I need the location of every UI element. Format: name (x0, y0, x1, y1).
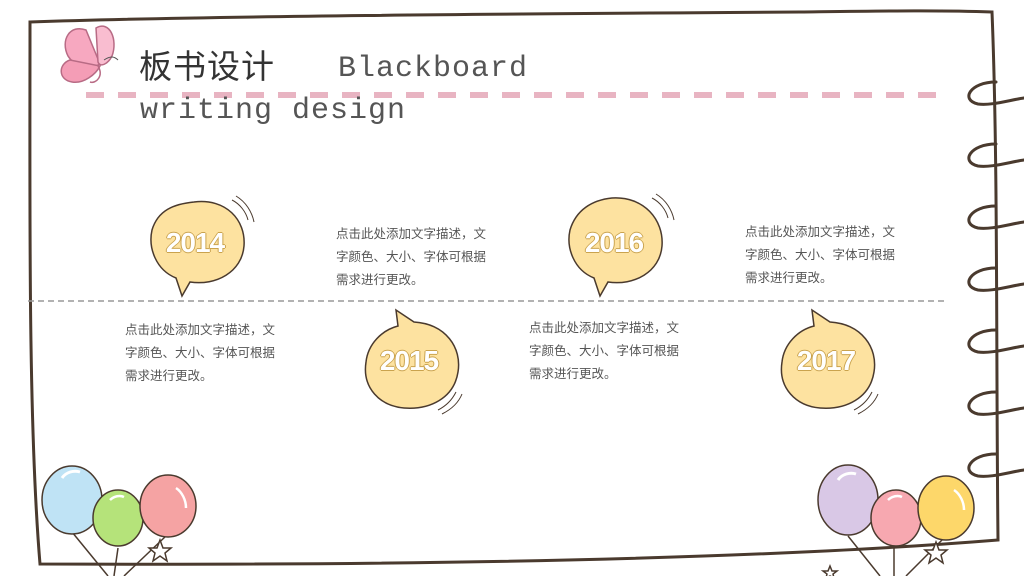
year-label-2015: 2015 (379, 345, 439, 376)
page-title: 板书设计 (139, 47, 275, 86)
timeline-desc-2014: 点击此处添加文字描述，文字颜色、大小、字体可根据需求进行更改。 (336, 226, 487, 287)
page-subtitle: Blackboard writing design (140, 52, 529, 128)
spiral-rings (967, 80, 1024, 478)
butterfly-icon (60, 25, 119, 84)
balloons-left-icon (41, 465, 197, 576)
year-label-2016: 2016 (584, 227, 644, 258)
year-label-2014: 2014 (165, 227, 225, 258)
bubble-2016 (568, 193, 675, 298)
timeline-desc-2015: 点击此处添加文字描述，文字颜色、大小、字体可根据需求进行更改。 (125, 322, 276, 383)
year-label-2017: 2017 (796, 345, 856, 376)
timeline-desc-2017: 点击此处添加文字描述，文字颜色、大小、字体可根据需求进行更改。 (529, 320, 680, 381)
bubble-2014 (150, 195, 255, 298)
balloons-right-icon (817, 464, 975, 576)
timeline-desc-2016: 点击此处添加文字描述，文字颜色、大小、字体可根据需求进行更改。 (745, 224, 896, 285)
bubble-2017 (780, 308, 879, 415)
bubble-2015 (364, 308, 463, 415)
notebook-border (28, 9, 1000, 566)
